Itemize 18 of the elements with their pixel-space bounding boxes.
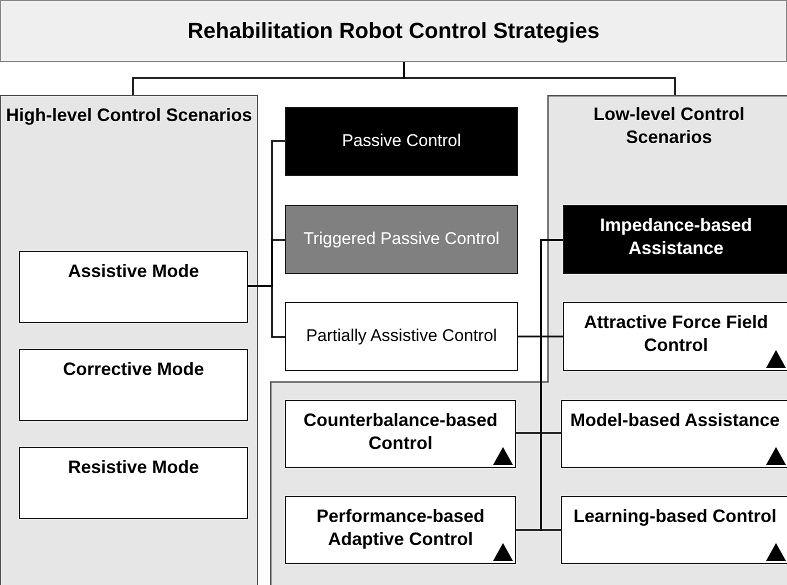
scenario-panel: High-level Control Scenarios Assistive Mode Corrective Mode Resistive Mode bbox=[0, 95, 258, 585]
strategy-box: Partially Assistive Control bbox=[285, 302, 518, 371]
strategy-box: Passive Control bbox=[285, 107, 518, 176]
connector-line bbox=[247, 285, 285, 338]
connector-line bbox=[518, 336, 563, 338]
title-box: Rehabilitation Robot Control Strategies bbox=[0, 0, 787, 62]
strategy-box: Model-based Assistance bbox=[561, 400, 787, 468]
connector-line bbox=[403, 62, 676, 95]
strategy-box: Attractive Force Field Control bbox=[563, 302, 787, 371]
strategy-box: Resistive Mode bbox=[19, 447, 248, 519]
strategy-box: Performance-based Adaptive Control bbox=[285, 496, 516, 564]
strategy-box: Corrective Mode bbox=[19, 349, 248, 421]
strategy-box: Assistive Mode bbox=[19, 251, 248, 323]
strategy-box: Counterbalance-based Control bbox=[285, 400, 516, 468]
strategy-box: Impedance-based Assistance bbox=[563, 205, 787, 274]
strategy-box: Learning-based Control bbox=[561, 496, 787, 564]
connector-line bbox=[540, 239, 563, 531]
strategy-box: Triggered Passive Control bbox=[285, 205, 518, 274]
